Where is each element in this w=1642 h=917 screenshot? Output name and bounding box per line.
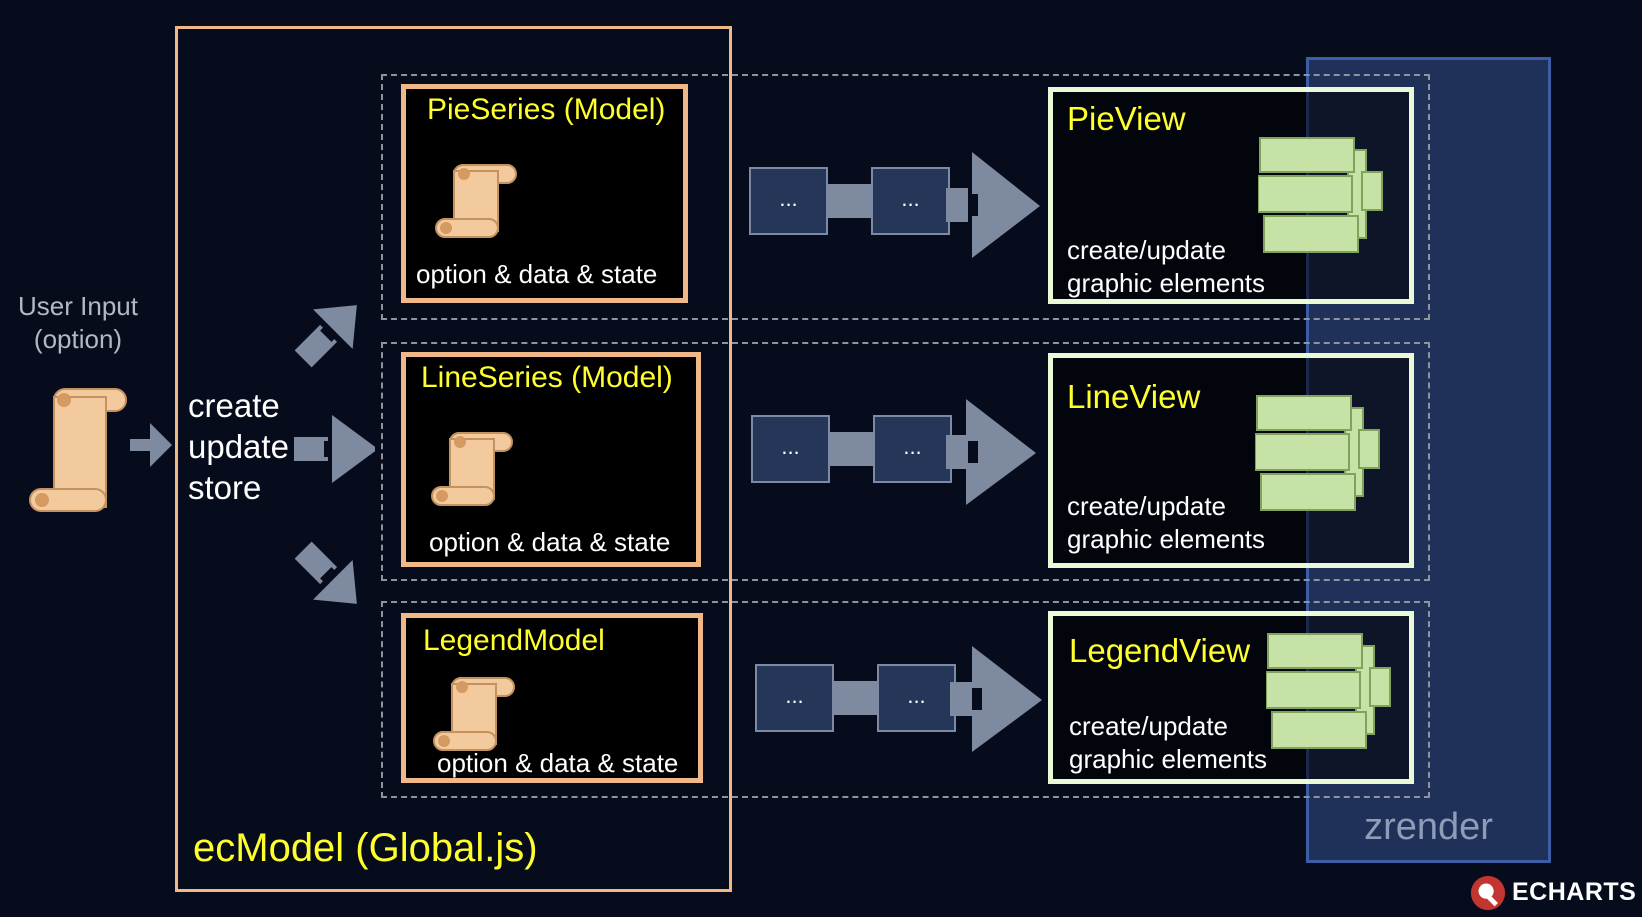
line-view-sub1: create/update [1067, 491, 1227, 521]
legend-row-group [381, 601, 1430, 798]
pie-step-1: ... [749, 167, 828, 235]
arrow-down-right-icon [294, 541, 357, 604]
pie-view-sub2: graphic elements [1067, 268, 1265, 298]
legend-step-2: ... [877, 664, 956, 732]
ecmodel-label: ecModel (Global.js) [193, 826, 538, 870]
line-view: LineView create/update graphic elements [1048, 353, 1414, 568]
scroll-icon [29, 388, 127, 512]
graphic-elements-icon [1258, 137, 1383, 253]
legend-step-1: ... [755, 664, 834, 732]
input-arrow-icon [130, 423, 172, 467]
pie-view-sub1: create/update [1067, 235, 1227, 265]
echarts-logo-icon [1470, 875, 1506, 911]
update-word: update [188, 428, 289, 465]
pie-view-title: PieView [1067, 100, 1186, 137]
legend-view-subtitle: create/update graphic elements [1069, 710, 1267, 776]
legend-model-state: option & data & state [437, 748, 679, 778]
echarts-brand: ECHARTS [1512, 878, 1637, 906]
legend-connector [834, 681, 878, 715]
legend-model: LegendModel option & data & state [401, 613, 703, 783]
line-series-model: LineSeries (Model) option & data & state [401, 352, 701, 567]
line-step-1: ... [751, 415, 830, 483]
zrender-label: zrender [1364, 806, 1493, 848]
legend-view: LegendView create/update graphic element… [1048, 611, 1414, 784]
legend-view-title: LegendView [1069, 632, 1251, 669]
create-update-store-label: create update store [188, 385, 289, 508]
line-step-2: ... [873, 415, 952, 483]
legend-arrow-icon [950, 646, 1042, 752]
line-model-state: option & data & state [429, 527, 671, 557]
pie-model-state: option & data & state [416, 259, 658, 289]
pie-model-title: PieSeries (Model) [427, 93, 666, 126]
graphic-elements-icon [1255, 395, 1380, 511]
pie-series-model: PieSeries (Model) option & data & state [401, 84, 688, 303]
scroll-icon [431, 432, 513, 506]
pie-arrow-icon [946, 152, 1040, 258]
user-input-line1: User Input [18, 291, 138, 321]
line-arrow-icon [946, 399, 1036, 505]
graphic-elements-icon [1266, 633, 1391, 749]
legend-view-sub1: create/update [1069, 711, 1229, 741]
pie-row-group [381, 74, 1430, 320]
line-view-subtitle: create/update graphic elements [1067, 490, 1265, 556]
line-view-sub2: graphic elements [1067, 524, 1265, 554]
create-word: create [188, 387, 280, 424]
pie-connector [828, 184, 872, 218]
scroll-icon [433, 677, 515, 751]
line-view-title: LineView [1067, 378, 1201, 415]
line-row-group [381, 342, 1430, 581]
arrow-up-right-icon [294, 305, 357, 368]
line-connector [830, 432, 874, 466]
store-word: store [188, 469, 262, 506]
user-input-label: User Input (option) [8, 290, 148, 356]
pie-view-subtitle: create/update graphic elements [1067, 234, 1265, 300]
fan-out-arrows [294, 305, 375, 604]
pie-view: PieView create/update graphic elements [1048, 87, 1414, 304]
line-model-title: LineSeries (Model) [421, 361, 673, 394]
pie-step-2: ... [871, 167, 950, 235]
arrow-right-icon [294, 415, 375, 483]
ecmodel-frame [175, 26, 732, 892]
legend-model-title: LegendModel [423, 624, 605, 657]
user-input-line2: (option) [33, 324, 123, 354]
scroll-icon [435, 164, 517, 238]
legend-view-sub2: graphic elements [1069, 744, 1267, 774]
